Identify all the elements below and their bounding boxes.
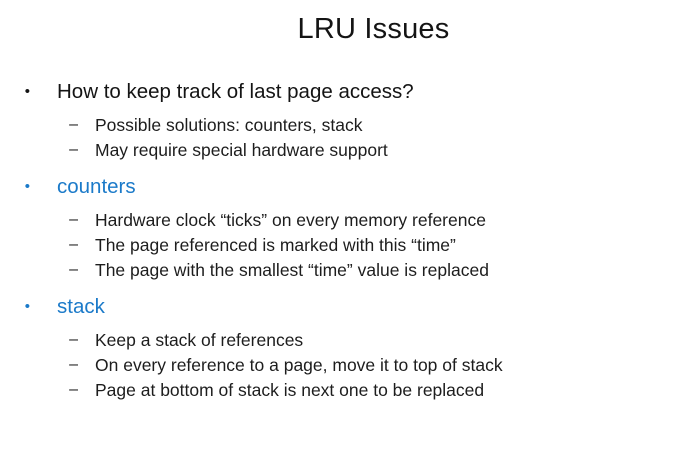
bullet-dot-icon: • <box>24 178 30 195</box>
bullet-item-level2: – May require special hardware support <box>0 138 677 162</box>
dash-icon: – <box>69 211 78 228</box>
bullet-item-level2: – Hardware clock “ticks” on every memory… <box>0 208 677 232</box>
bullet-item-stack: • stack <box>0 293 677 320</box>
bullet-item-level2: – Possible solutions: counters, stack <box>0 113 677 137</box>
bullet-text: How to keep track of last page access? <box>57 80 414 103</box>
bullet-item-level2: – The page referenced is marked with thi… <box>0 233 677 257</box>
dash-icon: – <box>69 356 78 373</box>
bullet-text: On every reference to a page, move it to… <box>95 355 503 375</box>
dash-icon: – <box>69 261 78 278</box>
spacer <box>0 283 677 293</box>
bullet-item-level2: – Keep a stack of references <box>0 328 677 352</box>
dash-icon: – <box>69 381 78 398</box>
dash-icon: – <box>69 236 78 253</box>
bullet-item-level2: – Page at bottom of stack is next one to… <box>0 378 677 402</box>
bullet-text: May require special hardware support <box>95 140 388 160</box>
dash-icon: – <box>69 331 78 348</box>
spacer <box>0 163 677 173</box>
slide-body-list: • How to keep track of last page access?… <box>0 78 677 403</box>
bullet-dot-icon: • <box>24 298 30 315</box>
bullet-item-counters: • counters <box>0 173 677 200</box>
bullet-item-level1: • How to keep track of last page access? <box>0 78 677 105</box>
bullet-item-level2: – On every reference to a page, move it … <box>0 353 677 377</box>
bullet-text: stack <box>57 295 105 318</box>
bullet-text: Keep a stack of references <box>95 330 304 350</box>
bullet-text: Page at bottom of stack is next one to b… <box>95 380 485 400</box>
bullet-dot-icon: • <box>24 83 30 100</box>
bullet-text: The page referenced is marked with this … <box>95 235 456 255</box>
bullet-text: Possible solutions: counters, stack <box>95 115 363 135</box>
page-title: LRU Issues <box>297 13 450 45</box>
dash-icon: – <box>69 116 78 133</box>
bullet-text: counters <box>57 175 136 198</box>
bullet-text: The page with the smallest “time” value … <box>95 260 489 280</box>
bullet-item-level2: – The page with the smallest “time” valu… <box>0 258 677 282</box>
bullet-text: Hardware clock “ticks” on every memory r… <box>95 210 486 230</box>
dash-icon: – <box>69 141 78 158</box>
